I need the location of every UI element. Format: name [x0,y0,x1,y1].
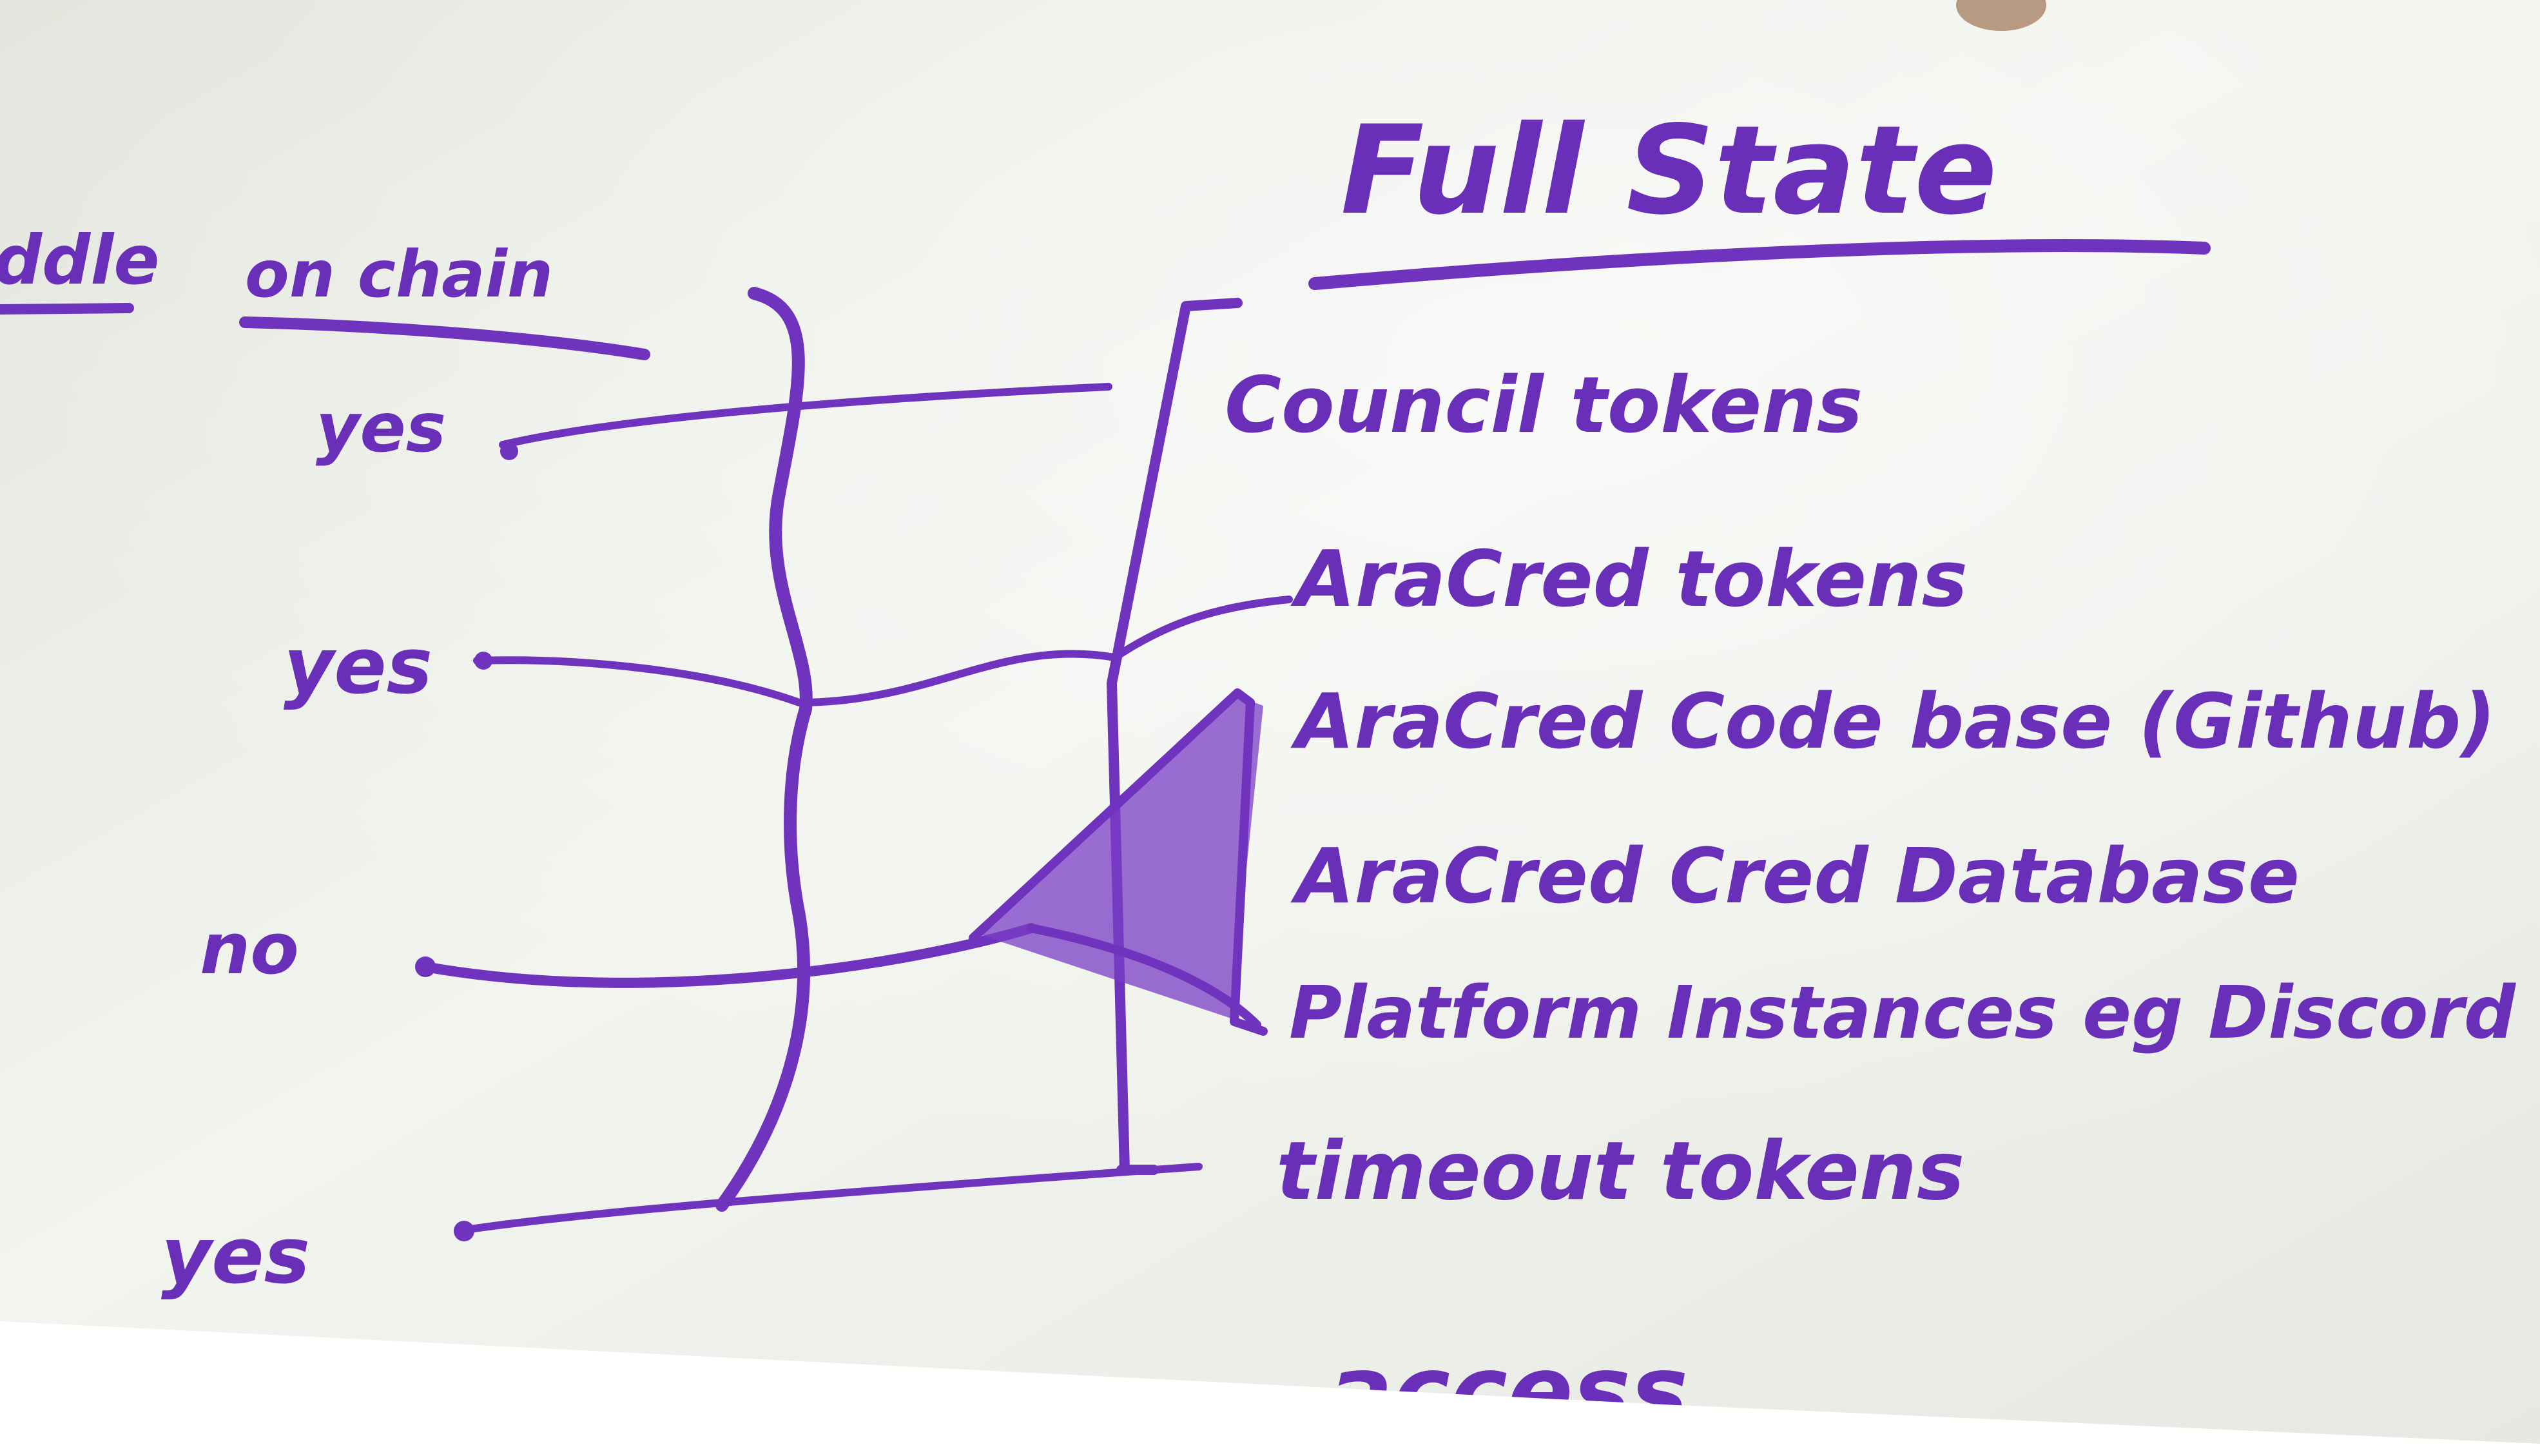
dot [454,1221,474,1241]
shaded-triangle [980,696,1263,1018]
title-underline [1308,239,2211,290]
magnet [1956,0,2046,31]
background-below [0,1321,2540,1456]
left-cut-word: ddle [0,221,160,300]
item-platform-instances: Platform Instances eg Discord [1289,971,2517,1055]
answer-yes-3: yes [161,1212,310,1301]
item-council-tokens: Council tokens [1225,361,1863,451]
connector-2 [473,596,1293,706]
connector-1 [499,383,1112,449]
connector-3 [420,923,1036,988]
item-timeout-tokens: timeout tokens [1276,1125,1964,1218]
dot [500,442,518,460]
column-label: on chain [245,237,553,312]
item-aracred-cred-database: AraCred Cred Database [1290,831,2300,920]
answer-no: no [200,908,299,990]
triangle-outline [969,688,1268,1036]
item-aracred-tokens: AraCred tokens [1290,535,1968,625]
dot [415,956,436,977]
connector-4 [454,1163,1203,1235]
answer-yes-2: yes [284,622,432,712]
answer-yes-1: yes [316,389,446,467]
item-aracred-code-base: AraCred Code base (Github) [1290,677,2496,766]
left-word-underline [0,303,134,315]
title: Full State [1341,99,1997,242]
column-label-underline [239,316,650,360]
dot [474,652,492,670]
